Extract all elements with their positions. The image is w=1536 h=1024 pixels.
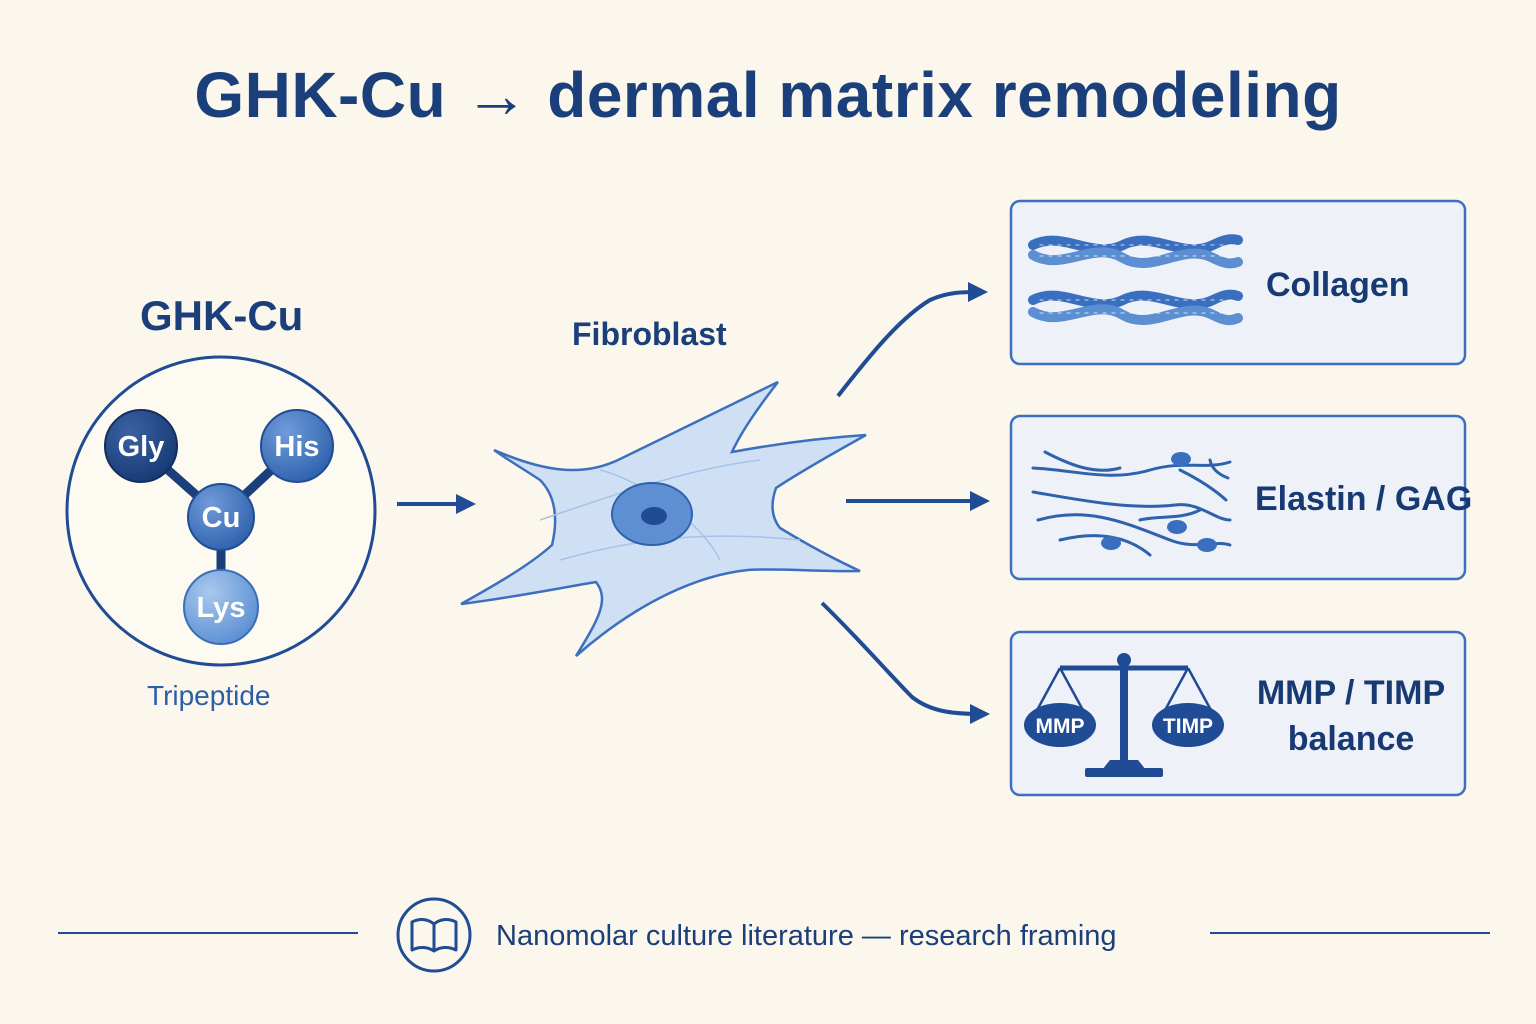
arrow-to-mmp-timp bbox=[820, 601, 990, 724]
elastin-network-icon bbox=[1031, 450, 1232, 557]
fibroblast-label: Fibroblast bbox=[572, 316, 727, 352]
open-book-icon bbox=[396, 897, 472, 973]
gly-node bbox=[104, 409, 178, 483]
tripeptide-caption: Tripeptide bbox=[147, 680, 271, 711]
timp-pan-label: TIMP bbox=[1163, 715, 1213, 738]
collagen-label: Collagen bbox=[1266, 266, 1410, 304]
arrow-to-collagen bbox=[836, 282, 988, 398]
gly-node-label: Gly bbox=[118, 431, 165, 463]
mmp-pan bbox=[1024, 703, 1096, 747]
page-title: GHK-Cu → dermal matrix remodeling bbox=[194, 59, 1342, 131]
ghk-cu-molecule: Gly His Cu Lys bbox=[65, 355, 377, 667]
cu-node-label: Cu bbox=[202, 502, 241, 534]
his-node-label: His bbox=[274, 431, 319, 463]
timp-pan bbox=[1152, 703, 1224, 747]
mmp-timp-balance-label: MMP / TIMP balance bbox=[1256, 674, 1446, 758]
his-node bbox=[260, 409, 334, 483]
cu-node bbox=[187, 483, 255, 551]
mmp-pan-label: MMP bbox=[1036, 715, 1085, 738]
balance-scale-icon: MMP TIMP bbox=[1024, 653, 1224, 777]
molecule-label: GHK-Cu bbox=[140, 292, 304, 339]
elastin-gag-label: Elastin / GAG bbox=[1255, 480, 1473, 518]
collagen-fiber-icon bbox=[1028, 234, 1243, 326]
footer-note: Nanomolar culture literature — research … bbox=[496, 920, 1117, 952]
fibroblast-nucleolus bbox=[641, 507, 667, 525]
fibroblast-cell bbox=[460, 380, 867, 657]
elastin-box bbox=[1009, 414, 1467, 581]
lys-node bbox=[183, 569, 259, 645]
lys-node-label: Lys bbox=[197, 592, 246, 624]
